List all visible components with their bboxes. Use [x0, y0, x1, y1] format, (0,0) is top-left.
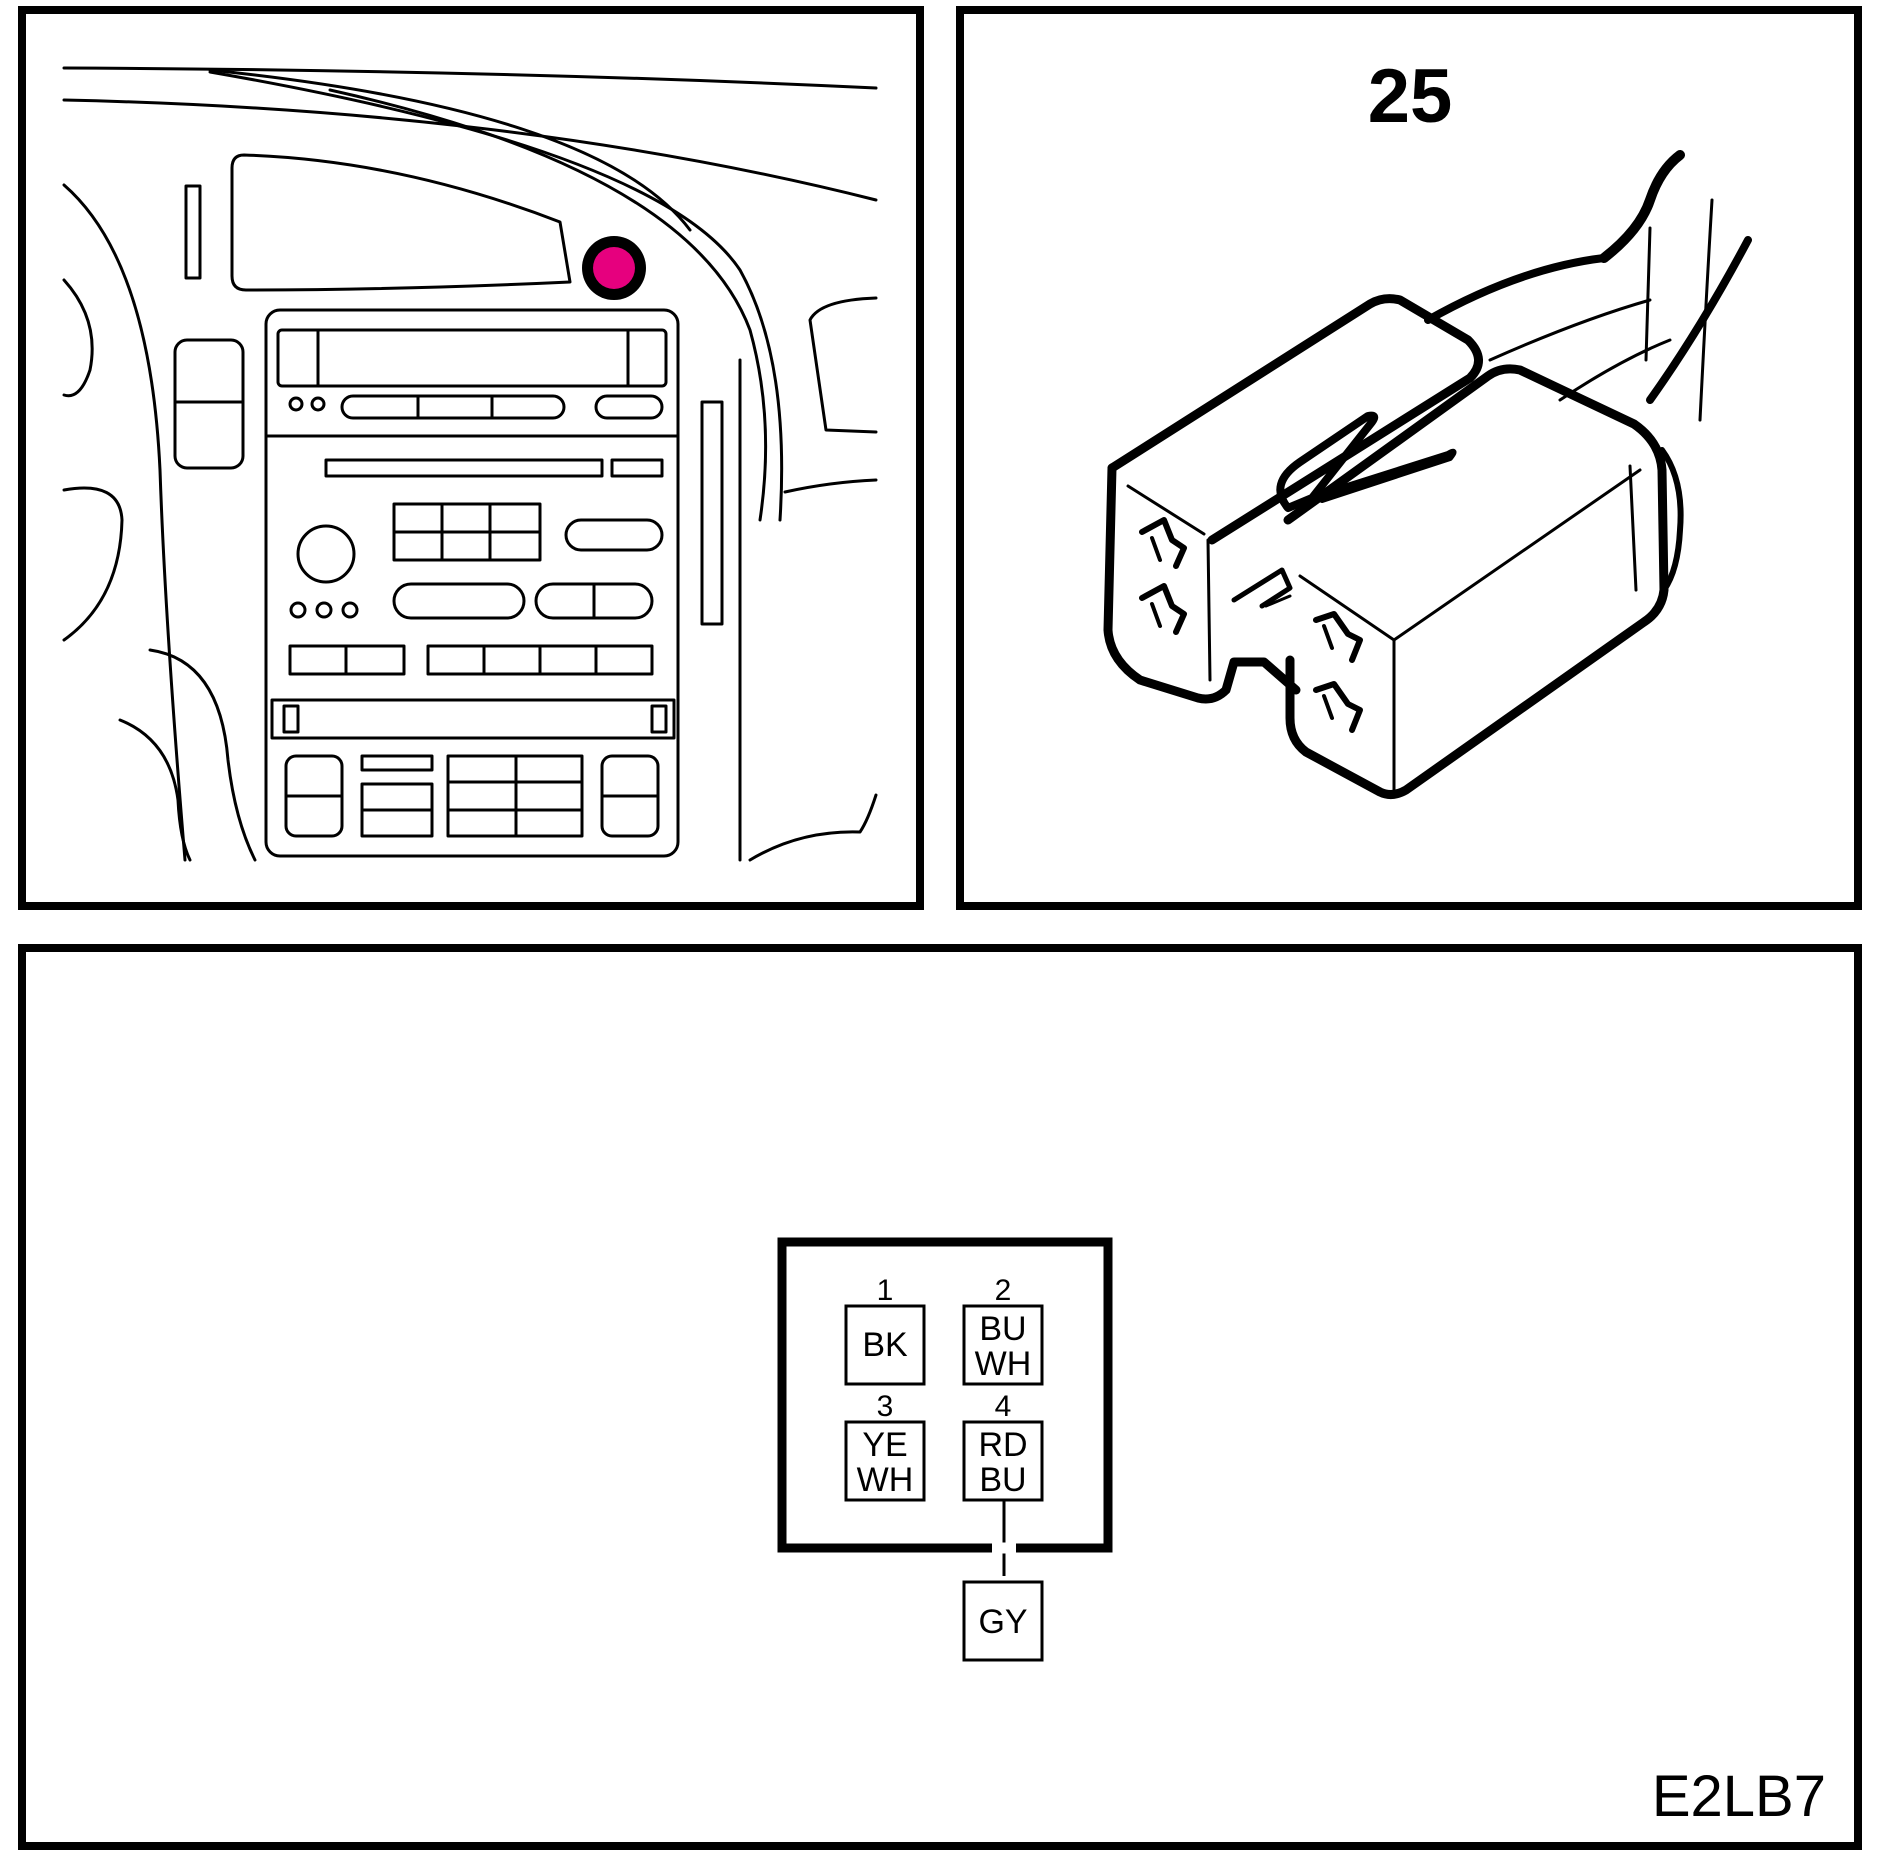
pin-number: 2 [995, 1274, 1012, 1307]
pin-3: 3 YE WH [844, 1390, 926, 1502]
wire-stripe-color: WH [975, 1345, 1032, 1383]
connector-face-outline [777, 1237, 1113, 1553]
pin-number: 3 [877, 1390, 894, 1423]
splice-box: GY [962, 1580, 1044, 1662]
wire-color: BK [862, 1326, 908, 1364]
connector-location-marker [593, 247, 635, 289]
wire-color: BU [979, 1310, 1026, 1348]
pin-4: 4 RD BU [962, 1390, 1044, 1502]
wire-color: RD [978, 1426, 1027, 1464]
wire-stripe-color: BU [979, 1461, 1026, 1499]
pinout-panel: 1 BK 2 BU WH 3 YE WH 4 RD BU GY [18, 944, 1862, 1850]
wire-stripe-color: WH [857, 1461, 914, 1499]
figure-code: E2LB7 [1652, 1764, 1826, 1829]
panel-frame-dashboard [18, 6, 924, 910]
dashboard-location-panel [18, 6, 924, 910]
pin-cavity [844, 1304, 926, 1386]
dashboard-linework [62, 66, 878, 862]
splice-wire-color: GY [978, 1603, 1027, 1641]
wire-color: YE [862, 1426, 907, 1464]
splice-cavity [962, 1580, 1044, 1662]
pin-cavity [844, 1420, 926, 1502]
panel-frame-connector [956, 6, 1862, 910]
pin-number: 1 [877, 1274, 894, 1307]
pin-1: 1 BK [844, 1274, 926, 1386]
connector-number: 25 [1368, 54, 1453, 139]
center-console-stack [264, 308, 680, 858]
pin-cavity [962, 1420, 1044, 1502]
pin-number: 4 [995, 1390, 1012, 1423]
pin-2: 2 BU WH [962, 1274, 1044, 1386]
pin-cavity [962, 1304, 1044, 1386]
panel-frame-pinout [18, 944, 1862, 1850]
connector-illustration-panel: 25 [956, 6, 1862, 910]
connector-housing-drawing [1103, 150, 1752, 800]
